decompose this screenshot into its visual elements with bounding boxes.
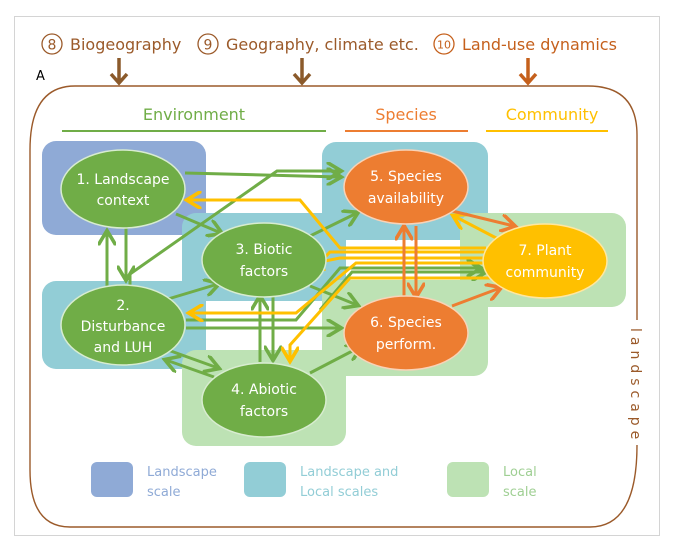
node-label: 6. Species	[370, 315, 442, 331]
legend-swatch	[447, 462, 489, 497]
driver-label: Biogeography	[70, 35, 181, 54]
number-circle-icon	[433, 33, 455, 55]
driver-number: 9	[204, 38, 213, 54]
driver-arrows	[109, 58, 538, 86]
down-arrow-icon	[292, 58, 312, 86]
arrow-2-to-4	[167, 348, 218, 368]
node-label: 3. Biotic	[236, 242, 293, 258]
arrow-5-to-7	[443, 207, 514, 226]
node-label: Disturbance	[81, 319, 166, 335]
driver-number: 8	[48, 38, 57, 54]
node-label: 4. Abiotic	[231, 382, 297, 398]
legend-label: scale	[147, 485, 181, 500]
side-label-text: landscape	[627, 328, 643, 444]
arrow-1-to-3	[175, 212, 221, 233]
node-label: community	[506, 265, 585, 281]
legend-landscape-scale: Landscape scale	[91, 462, 217, 500]
arrow-3-to-7	[318, 272, 485, 311]
arrow-3-to-5	[305, 213, 357, 240]
driver-label: Geography, climate etc.	[226, 35, 419, 54]
arrow-1-to-5	[184, 173, 340, 177]
legend-landscape-local: Landscape and Local scales	[244, 462, 398, 500]
legend-label: scale	[503, 485, 537, 500]
down-arrow-icon	[109, 58, 129, 86]
node-species-performance[interactable]: 6. Species perform.	[343, 295, 469, 371]
node-species-availability[interactable]: 5. Species availability	[343, 149, 469, 225]
node-disturbance[interactable]: 2. Disturbance and LUH	[60, 284, 186, 366]
driver-8: 8 Biogeography	[41, 33, 181, 55]
driver-10: 10 Land-use dynamics	[433, 33, 617, 55]
node-label: and LUH	[94, 340, 153, 356]
legend-local-scale: Local scale	[447, 462, 537, 500]
node-abiotic-factors[interactable]: 4. Abiotic factors	[201, 362, 327, 438]
arrow-4-to-2	[166, 360, 215, 379]
node-label: 5. Species	[370, 169, 442, 185]
panel-label: A	[36, 69, 45, 84]
number-circle-icon	[197, 33, 219, 55]
node-label: context	[97, 193, 150, 209]
figure-frame	[14, 16, 660, 536]
arrow-7-to-4	[290, 276, 490, 360]
legend-swatch	[91, 462, 133, 497]
node-label: 1. Landscape	[76, 172, 169, 188]
arrow-2-to-5	[128, 171, 340, 290]
driver-number: 10	[437, 39, 451, 52]
arrow-6-to-7	[451, 288, 500, 308]
node-label: factors	[240, 404, 288, 420]
landscape-side-label: landscape	[627, 328, 643, 444]
legend-label: Local scales	[300, 485, 378, 500]
legend: Landscape scale Landscape and Local scal…	[91, 462, 537, 500]
node-biotic-factors[interactable]: 3. Biotic factors	[201, 222, 327, 298]
node-label: perform.	[376, 337, 436, 353]
arrow-7-to-5	[454, 216, 501, 242]
node-plant-community[interactable]: 7. Plant community	[482, 223, 608, 299]
number-circle-icon	[41, 33, 63, 55]
node-label: factors	[240, 264, 288, 280]
node-landscape-context[interactable]: 1. Landscape context	[60, 149, 186, 229]
landscape-boundary	[29, 85, 638, 528]
driver-label: Land-use dynamics	[462, 35, 617, 54]
legend-label: Local	[503, 465, 537, 480]
arrow-7-to-1	[188, 200, 486, 250]
legend-label: Landscape and	[300, 465, 398, 480]
driver-9: 9 Geography, climate etc.	[197, 33, 419, 55]
header-species: Species	[375, 105, 437, 124]
node-label: 7. Plant	[518, 243, 572, 259]
header-community: Community	[506, 105, 599, 124]
header-environment: Environment	[143, 105, 245, 124]
legend-label: Landscape	[147, 465, 217, 480]
arrow-7-to-2	[190, 261, 486, 313]
down-arrow-icon	[518, 58, 538, 86]
node-label: 2.	[116, 298, 129, 314]
node-label: availability	[368, 191, 444, 207]
legend-swatch	[244, 462, 286, 497]
arrow-2-to-3	[167, 284, 218, 301]
